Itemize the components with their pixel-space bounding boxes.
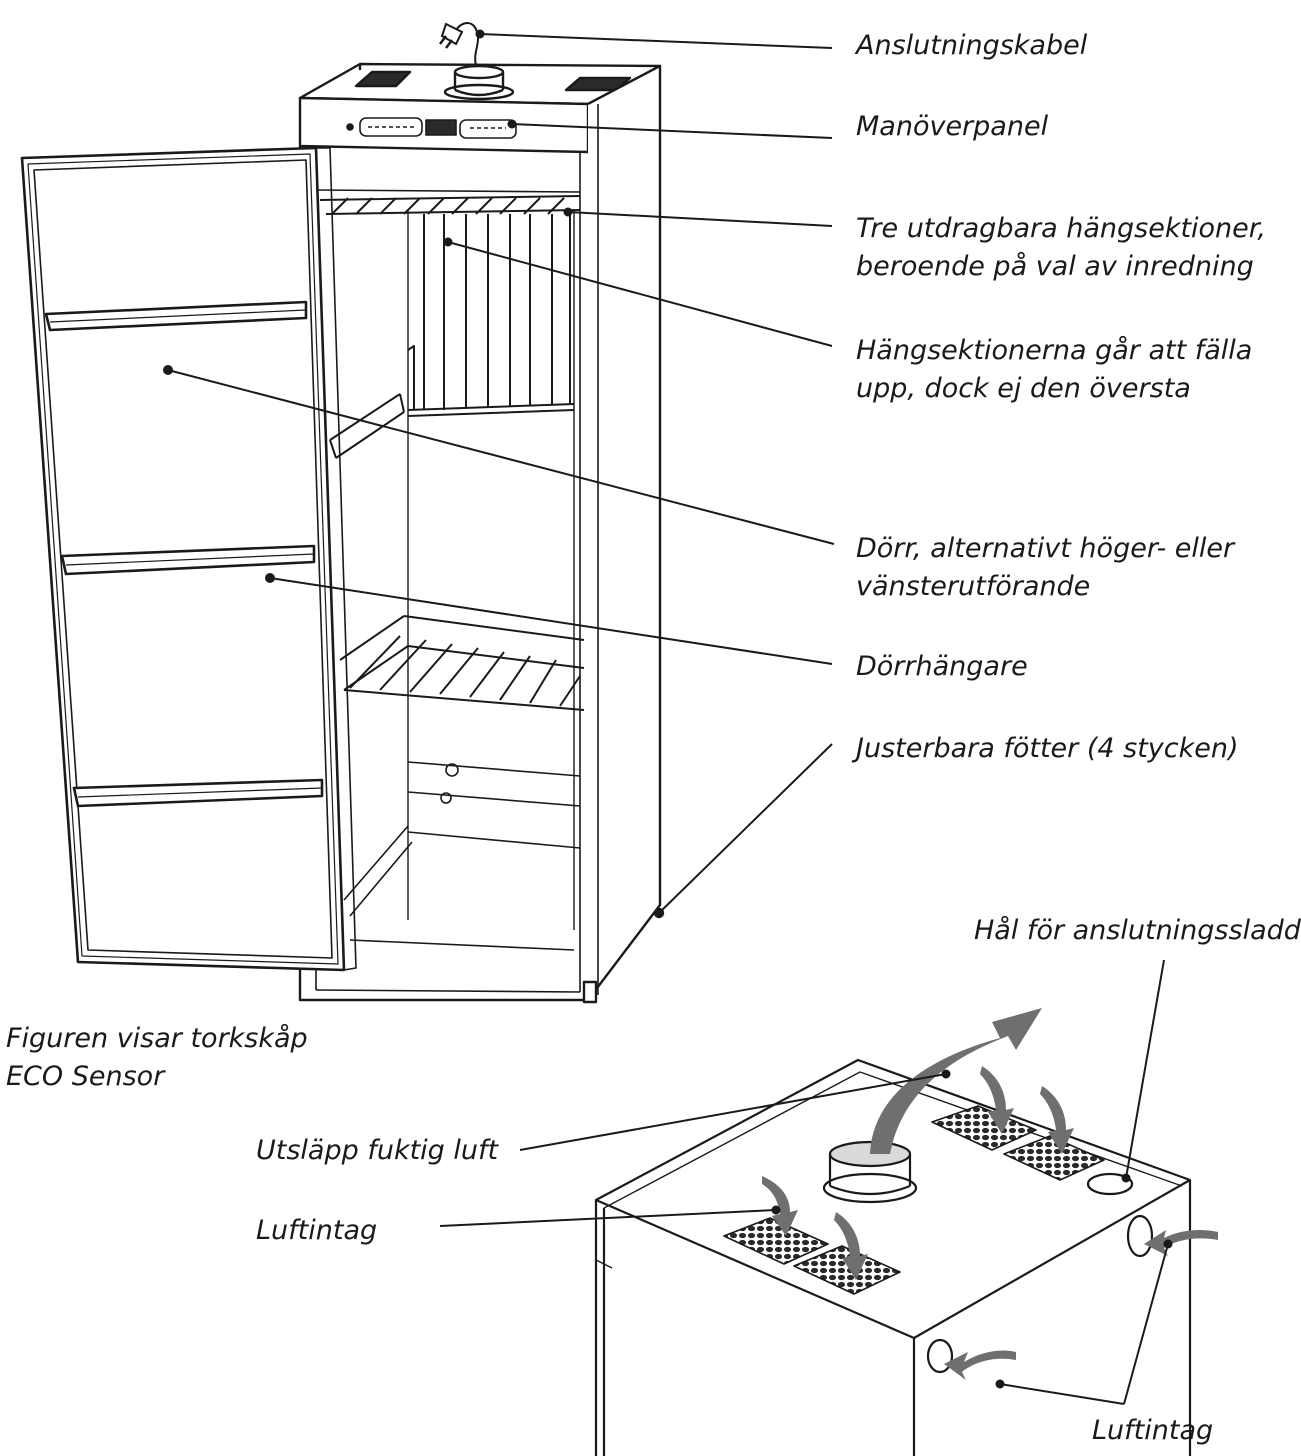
leader-lines-main bbox=[163, 29, 835, 914]
label-adjustable-feet: Justerbara fötter (4 stycken) bbox=[856, 733, 1239, 764]
intake-arrow-1 bbox=[762, 1176, 798, 1236]
lower-hanging-section bbox=[339, 615, 585, 711]
intake-arrow-3 bbox=[980, 1066, 1014, 1134]
leader-moist-air bbox=[519, 1073, 947, 1151]
leader-fold bbox=[447, 241, 833, 347]
label-control-panel: Manöverpanel bbox=[856, 111, 1049, 142]
top-view-vent-1 bbox=[723, 1217, 829, 1265]
intake-arrow-2 bbox=[834, 1212, 868, 1280]
cabinet-right-side bbox=[587, 64, 662, 1001]
top-vent-right bbox=[564, 76, 632, 92]
intake-arrow-4 bbox=[1040, 1086, 1074, 1154]
leader-feet bbox=[658, 743, 833, 914]
top-view-vent-4 bbox=[1003, 1135, 1105, 1181]
label-air-intake-side: Luftintag bbox=[1092, 1415, 1214, 1446]
label-fold-sections: Hängsektionerna går att fälla upp, dock … bbox=[856, 335, 1253, 404]
top-vent-left bbox=[354, 70, 412, 88]
side-intake-right bbox=[1126, 1214, 1154, 1258]
label-door: Dörr, alternativt höger- eller vänsterut… bbox=[856, 533, 1235, 602]
label-cable: Anslutningskabel bbox=[856, 30, 1088, 61]
exhaust-stub bbox=[443, 64, 515, 101]
leader-panel bbox=[511, 123, 833, 139]
intake-arrow-side-front bbox=[944, 1350, 1016, 1380]
leader-intake-side-a bbox=[1123, 1243, 1169, 1405]
label-moist-air: Utsläpp fuktig luft bbox=[256, 1135, 499, 1166]
moist-air-arrow bbox=[870, 1008, 1042, 1154]
label-cord-hole: Hål för anslutningssladd bbox=[974, 915, 1301, 946]
label-air-intake-top: Luftintag bbox=[256, 1215, 378, 1246]
figure-caption: Figuren visar torkskåp ECO Sensor bbox=[6, 1023, 308, 1092]
leader-intake-top bbox=[439, 1209, 777, 1227]
intake-arrow-side-right bbox=[1144, 1230, 1218, 1256]
leader-intake-side-b bbox=[999, 1383, 1125, 1405]
label-hanging-sections: Tre utdragbara hängsektioner, beroende p… bbox=[856, 213, 1266, 282]
label-door-hanger: Dörrhängare bbox=[856, 651, 1028, 682]
top-hanging-section bbox=[319, 195, 581, 417]
top-view-vent-2 bbox=[793, 1245, 901, 1295]
leader-lines-top-view bbox=[439, 959, 1173, 1405]
bottom-section bbox=[343, 761, 581, 917]
leader-cord-hole bbox=[1125, 959, 1165, 1179]
cord-hole bbox=[1086, 1172, 1134, 1196]
leader-door-hanger bbox=[269, 577, 833, 665]
middle-hanging-section bbox=[329, 393, 405, 459]
airflow-arrows bbox=[762, 1008, 1218, 1380]
cabinet-top-view bbox=[594, 1058, 1192, 1456]
power-cable bbox=[439, 22, 479, 67]
control-panel bbox=[346, 117, 517, 139]
top-view-vent-3 bbox=[931, 1105, 1037, 1151]
leader-cable bbox=[479, 33, 833, 49]
door bbox=[20, 146, 346, 972]
leader-door bbox=[167, 369, 835, 545]
cabinet-open-view bbox=[20, 62, 665, 1004]
foot-front bbox=[582, 980, 598, 1004]
leader-sections bbox=[567, 211, 833, 227]
